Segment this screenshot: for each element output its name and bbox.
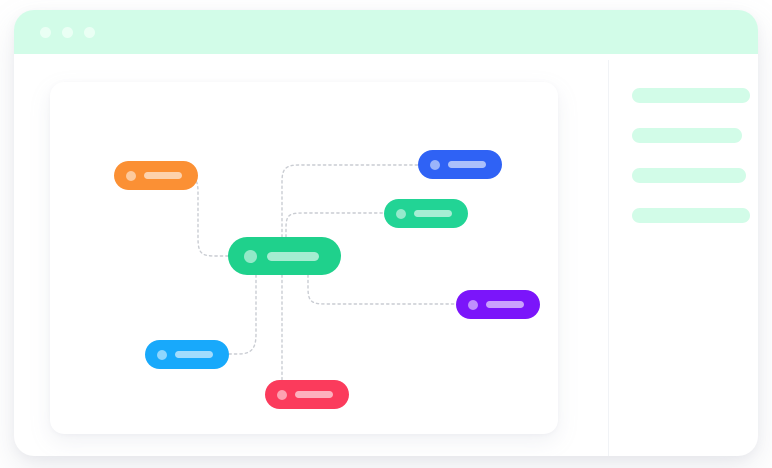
node-label-placeholder — [175, 351, 213, 358]
node-bullet-icon — [126, 170, 136, 181]
mindmap-node-purple[interactable] — [456, 290, 540, 319]
node-label-placeholder — [144, 172, 182, 179]
edge-root-to-purple — [307, 274, 457, 305]
window-titlebar — [14, 10, 758, 54]
mindmap-node-light-blue[interactable] — [145, 340, 229, 369]
mindmap-node-root[interactable] — [228, 237, 341, 275]
node-bullet-icon — [396, 208, 406, 219]
node-bullet-icon — [430, 159, 440, 170]
mindmap-node-pink[interactable] — [265, 380, 349, 409]
node-bullet-icon — [468, 299, 478, 310]
edge-root-to-blue — [281, 164, 419, 238]
window-close-dot[interactable] — [40, 26, 51, 38]
mindmap-canvas[interactable] — [50, 82, 558, 434]
side-list-item-1[interactable] — [632, 88, 750, 103]
edge-root-to-green — [285, 212, 385, 238]
window-body — [14, 54, 758, 456]
node-bullet-icon — [244, 249, 257, 263]
side-list-item-2[interactable] — [632, 128, 742, 143]
window-maximize-dot[interactable] — [84, 26, 95, 38]
side-list-item-3[interactable] — [632, 168, 746, 183]
node-bullet-icon — [157, 349, 167, 360]
panel-divider — [608, 60, 609, 456]
app-window — [14, 10, 758, 456]
node-label-placeholder — [486, 301, 524, 308]
mindmap-node-green[interactable] — [384, 199, 468, 228]
node-label-placeholder — [448, 161, 486, 168]
window-minimize-dot[interactable] — [62, 26, 73, 38]
edge-root-to-lightblue — [228, 274, 257, 355]
side-panel-list — [632, 88, 750, 248]
node-bullet-icon — [277, 389, 287, 400]
mindmap-node-blue[interactable] — [418, 150, 502, 179]
node-label-placeholder — [414, 210, 452, 217]
node-label-placeholder — [267, 251, 319, 261]
mindmap-node-orange[interactable] — [114, 161, 198, 190]
node-label-placeholder — [295, 391, 333, 398]
side-list-item-4[interactable] — [632, 208, 750, 223]
